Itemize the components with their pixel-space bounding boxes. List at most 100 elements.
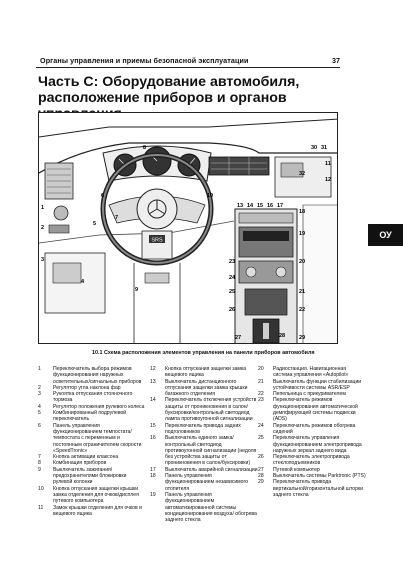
headlamp-range-control [48, 224, 70, 234]
legend-item-text: Радиостанция. Навигационная система упра… [273, 366, 349, 379]
legend-item-text: Переключатель режимов функционирования а… [273, 397, 358, 423]
legend-item-text: Комбинированный подрулевой переключатель [53, 410, 127, 423]
legend-item: 19 Панель управления функционированием ав… [150, 492, 258, 523]
callout-labels: 1 2 3 4 5 6 7 8 9 10 11 12 13 14 15 16 1… [41, 145, 331, 341]
legend-item-number: 22 [258, 391, 264, 398]
callout-28: 28 [279, 333, 285, 339]
legend-item-number: 16 [150, 435, 156, 442]
legend-item-text: Выключатель аварийной сигнализации [165, 466, 258, 473]
climate-control-panel [238, 260, 294, 284]
legend-item-number: 3 [38, 391, 41, 398]
callout-15: 15 [257, 203, 263, 209]
legend-item-number: 20 [258, 366, 264, 372]
callout-22: 22 [299, 307, 305, 313]
legend-item-text: Регулятор угла наклона фар [53, 384, 121, 391]
legend-item: 16 Выключатель единого замка/ контрольный… [150, 435, 258, 466]
legend-item-number: 19 [150, 491, 156, 498]
legend-item-text: Пепельница с прикуривателем [273, 391, 346, 398]
legend-item-number: 21 [258, 378, 264, 385]
radio-display [243, 231, 289, 241]
legend-item-number: 24 [258, 422, 264, 429]
mercedes-star-arms [148, 200, 166, 215]
legend-item-text: Переключатель выбора режимов функциониро… [53, 366, 142, 385]
legend-item-text: Выключатель единого замка/ контрольный с… [165, 435, 257, 467]
callout-30: 30 [311, 145, 317, 151]
legend-item: 9 Выключатель зажигания/предохранителями … [38, 467, 146, 486]
right-door-area [302, 204, 337, 343]
callout-7: 7 [115, 215, 118, 221]
legend-item-text: Переключатель режимов обогрева сидений [273, 422, 356, 435]
callout-6: 6 [101, 193, 104, 199]
callout-9: 9 [135, 287, 138, 293]
dashboard-drawing: SRS 1 2 3 4 5 [39, 118, 337, 343]
callout-21: 21 [299, 289, 305, 295]
legend-item-number: 29 [258, 479, 264, 486]
climate-knob-left [245, 266, 257, 278]
callout-14: 14 [247, 203, 254, 209]
legend-item-text: Выключатель дистанционного отпускания за… [165, 378, 248, 398]
legend-item-number: 18 [150, 473, 156, 480]
legend-item-number: 12 [150, 366, 156, 372]
legend-item-text: Панель управления функционированием темп… [53, 422, 142, 454]
callout-11: 11 [325, 161, 331, 167]
legend-item-text: Панель управления функционированием авто… [165, 491, 257, 524]
switch-strip [238, 212, 294, 224]
legend-item-text: Замок крышки отделения для очков и вещев… [53, 504, 142, 517]
callout-12: 12 [325, 177, 331, 183]
legend-item: 25 Переключатель управления функционирова… [258, 435, 366, 454]
legend-item-number: 17 [150, 466, 156, 473]
dashboard-figure: SRS 1 2 3 4 5 [38, 112, 338, 344]
glovebox-latch [280, 162, 304, 178]
gear-lever [263, 323, 269, 339]
legend-item-text: Переключатель управления функционировани… [273, 435, 362, 454]
legend-item-text: Комбинация приборов [53, 460, 107, 467]
legend-item-text: Панель управления функционированием неза… [165, 473, 249, 492]
srs-badge-label: SRS [151, 238, 163, 244]
legend-item-text: Путевой компьютер [273, 466, 320, 473]
light-switch-knob [53, 205, 69, 221]
callout-13: 13 [237, 203, 243, 209]
dashboard-lower-edge [39, 220, 235, 244]
climate-knob-right [275, 266, 287, 278]
legend-item-number: 23 [258, 397, 264, 404]
legend-column-3: 20 Радиостанция. Навигационная система уп… [258, 366, 366, 498]
legend-item: 17 Выключатель аварийной сигнализации [150, 467, 258, 473]
figure-caption: 10.1 Схема расположения элементов управл… [92, 350, 315, 356]
callout-8: 8 [143, 145, 146, 151]
legend-item: 23 Переключатель режимов функционирования… [258, 397, 366, 422]
steering-wheel-rim-highlight [102, 154, 212, 264]
callout-23: 23 [229, 259, 235, 265]
legend-item-text: Выключатель зажигания/предохранителями б… [53, 466, 127, 486]
legend-item-text: Переключатель отключения устройств защит… [165, 397, 257, 423]
legend-item-number: 5 [38, 410, 41, 417]
legend-item-text: Рукоятка отпускания стояночного тормоза [53, 391, 133, 404]
callout-25: 25 [229, 289, 235, 295]
callout-10: 10 [207, 193, 213, 199]
legend-item-number: 9 [38, 466, 41, 473]
srs-badge [149, 235, 165, 243]
legend-item-number: 15 [150, 422, 156, 429]
callout-1: 1 [41, 205, 44, 211]
legend-item-number: 14 [150, 397, 156, 404]
ashtray-lighter [244, 288, 288, 316]
callout-18: 18 [299, 209, 305, 215]
center-air-vents [208, 156, 270, 176]
legend-item: 3 Рукоятка отпускания стояночного тормоза [38, 391, 146, 404]
callout-24: 24 [229, 275, 236, 281]
callout-27: 27 [235, 335, 241, 341]
legend-item-text: Выключатель системы Parktronic (PTS) [273, 473, 366, 480]
legend-item-number: 25 [258, 435, 264, 442]
legend-item: 14 Переключатель отключения устройств защ… [150, 397, 258, 422]
